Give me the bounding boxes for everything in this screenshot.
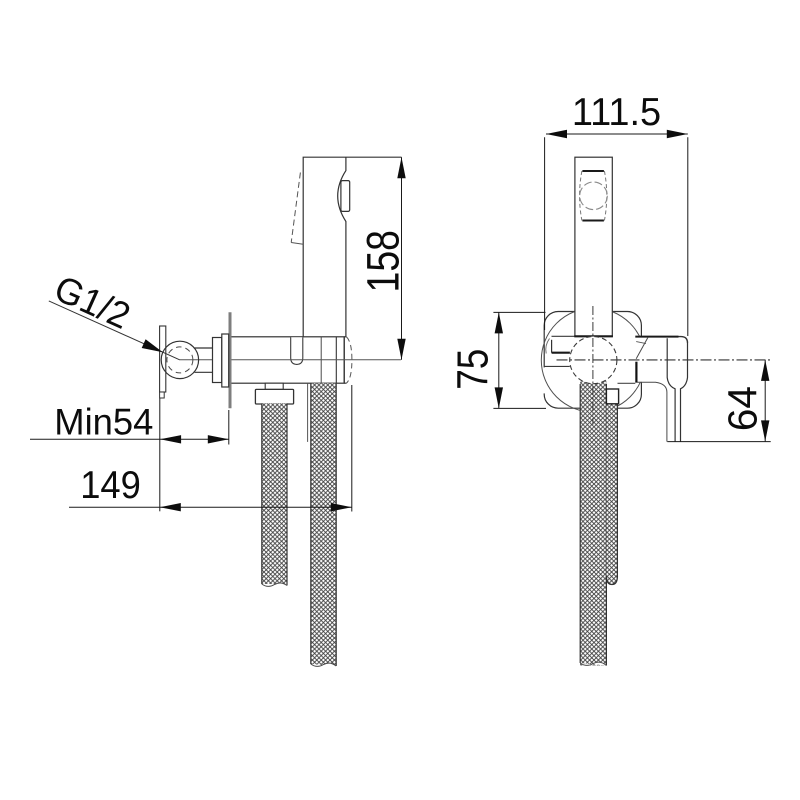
svg-text:75: 75 [448,349,498,390]
svg-text:Min54: Min54 [54,401,153,443]
svg-text:111.5: 111.5 [572,91,661,135]
svg-text:64: 64 [719,386,765,431]
svg-text:G1/2: G1/2 [48,267,136,337]
svg-text:158: 158 [358,230,408,292]
svg-text:149: 149 [80,463,141,506]
